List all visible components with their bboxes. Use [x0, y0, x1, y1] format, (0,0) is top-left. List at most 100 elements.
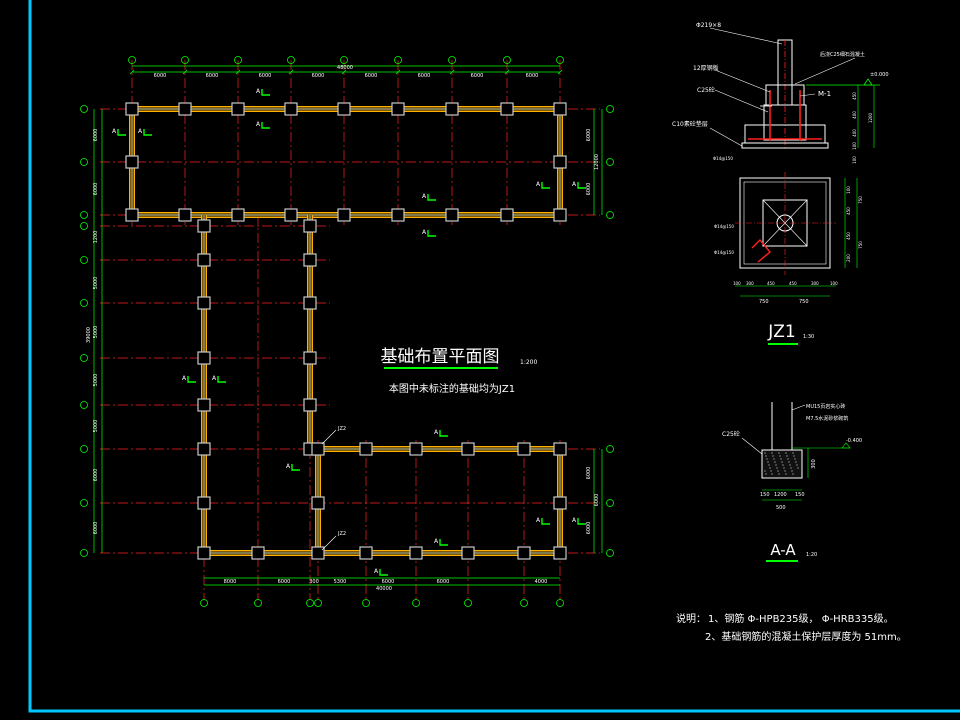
elevation-marker — [863, 78, 873, 86]
aa-concrete-hatch — [764, 452, 799, 475]
footing-top-n-2 — [231, 102, 245, 116]
plan-note: 本图中未标注的基础均为JZ1 — [389, 382, 515, 395]
axis-bubble-left-5 — [80, 299, 88, 307]
aa-hatch-dot-2 — [778, 452, 780, 454]
jz1-bottom-d2: 300 — [746, 281, 754, 286]
jz1-base-label: C10素砼垫层 — [672, 120, 708, 128]
leader-m1 — [799, 93, 816, 97]
jz1-bottom-d1: 100 — [733, 281, 741, 286]
top-dimension-labels: 6000 6000 6000 6000 6000 6000 6000 6000 … — [154, 65, 539, 79]
footing-top-s-1 — [178, 208, 192, 222]
aa-hatch-dot-19 — [795, 461, 797, 463]
jz1-elevation-label: ±0.000 — [870, 72, 889, 78]
footing-right-s-4 — [517, 546, 531, 560]
section-mark-5 — [427, 230, 436, 237]
aa-hatch-dot-28 — [790, 467, 792, 469]
dim-top-6: 6000 — [418, 73, 431, 79]
section-mark-3 — [261, 122, 270, 129]
plan-scale: 1:200 — [520, 359, 537, 366]
axis-bubble-bottom-4 — [362, 599, 370, 607]
aa-hatch-dot-35 — [771, 473, 773, 475]
aa-bottom-d2: 1200 — [774, 492, 787, 498]
aa-hatch-dot-32 — [784, 470, 786, 472]
axis-bubble-left-4 — [80, 256, 88, 264]
blinding-layer — [741, 142, 829, 149]
footing-top-n-3 — [284, 102, 298, 116]
axis-bubble-left-2 — [80, 211, 88, 219]
aa-hatch-dot-10 — [766, 458, 768, 460]
axis-bubble-top-7 — [503, 56, 511, 64]
section-mark-2-letter: A — [256, 88, 261, 95]
aa-hatch-dot-36 — [778, 473, 780, 475]
section-mark-8-letter: A — [286, 463, 291, 470]
footing-top-s-6 — [445, 208, 459, 222]
dim-bottom-2: 6000 — [278, 579, 291, 585]
footing-right-n-3 — [461, 442, 475, 456]
dim-tick-top-2 — [235, 69, 241, 75]
dim-left-total: 39000 — [86, 327, 92, 343]
jz1-title: JZ1 — [767, 322, 795, 342]
footing-top-n-1 — [178, 102, 192, 116]
aa-hatch-dot-37 — [785, 473, 787, 475]
jz1-dim-r4: 100 — [852, 142, 857, 150]
aa-hatch-dot-29 — [797, 467, 799, 469]
axis-bubble-left-3 — [80, 222, 88, 230]
aa-hatch-dot-23 — [789, 464, 791, 466]
footing-top-n-4 — [337, 102, 351, 116]
aa-hatch-dot-4 — [792, 452, 794, 454]
jz2-leader-lower — [321, 535, 337, 551]
axis-bubble-right-0 — [606, 105, 614, 113]
notes-line-1: 1、钢筋 Φ-HPB235级， Φ-HRB335级。 — [708, 612, 894, 625]
section-mark-13 — [577, 182, 586, 189]
aa-hatch-dot-0 — [764, 452, 766, 454]
aa-hatch-dot-33 — [791, 470, 793, 472]
jz1-plan-r4: 200 — [846, 254, 851, 262]
section-mark-1 — [143, 129, 152, 136]
aa-hatch-dot-38 — [792, 473, 794, 475]
aa-hatch-dot-1 — [771, 452, 773, 454]
jz1-plan-detail — [735, 172, 858, 297]
dim-left-9: 6000 — [93, 522, 99, 535]
dim-right-total: 12000 — [594, 154, 600, 170]
notes-prefix: 说明： — [676, 612, 706, 625]
footing-right-s-0 — [311, 546, 325, 560]
jz1-bottom-d3: 450 — [767, 281, 775, 286]
aa-hatch-dot-11 — [773, 458, 775, 460]
dim-tick-top-6 — [449, 69, 455, 75]
aa-hatch-dot-34 — [764, 470, 766, 472]
dim-top-2: 6000 — [206, 73, 219, 79]
dim-top-5: 6000 — [365, 73, 378, 79]
jz1-bottom-d6: 100 — [830, 281, 838, 286]
dim-tick-top-8 — [557, 69, 563, 75]
aa-leader-brick — [791, 404, 806, 411]
aa-hatch-dot-25 — [769, 467, 771, 469]
footing-wing-w-0 — [197, 219, 211, 233]
section-mark-11-letter: A — [374, 568, 379, 575]
axis-bubble-right-4 — [606, 499, 614, 507]
footing-top-n-8 — [553, 102, 567, 116]
leader-base — [709, 127, 743, 147]
aa-hatch-dot-20 — [768, 464, 770, 466]
footing-top-e-mid — [553, 155, 567, 169]
footing-right-n-0 — [311, 442, 325, 456]
dim-bottom-3: 300 — [309, 579, 319, 585]
jz1-dim-r1: 450 — [852, 92, 857, 100]
section-mark-9-letter: A — [434, 429, 439, 436]
leader-concrete — [714, 89, 769, 113]
section-mark-15-letter: A — [572, 517, 577, 524]
axis-bubble-left-9 — [80, 499, 88, 507]
dim-tick-top-7 — [504, 69, 510, 75]
footing-top-n-0 — [125, 102, 139, 116]
footing-top-n-6 — [445, 102, 459, 116]
footing-right-w-mid — [311, 496, 325, 510]
dim-top-8: 6000 — [526, 73, 539, 79]
jz1-bottom-d4: 450 — [789, 281, 797, 286]
footing-wing-w-6 — [197, 496, 211, 510]
axis-bubble-left-8 — [80, 445, 88, 453]
aa-hatch-dot-24 — [796, 464, 798, 466]
drawing-frame — [28, 0, 960, 713]
section-mark-15 — [577, 518, 586, 525]
dim-right-2: 6000 — [586, 183, 592, 196]
section-mark-7-letter: A — [212, 375, 217, 382]
